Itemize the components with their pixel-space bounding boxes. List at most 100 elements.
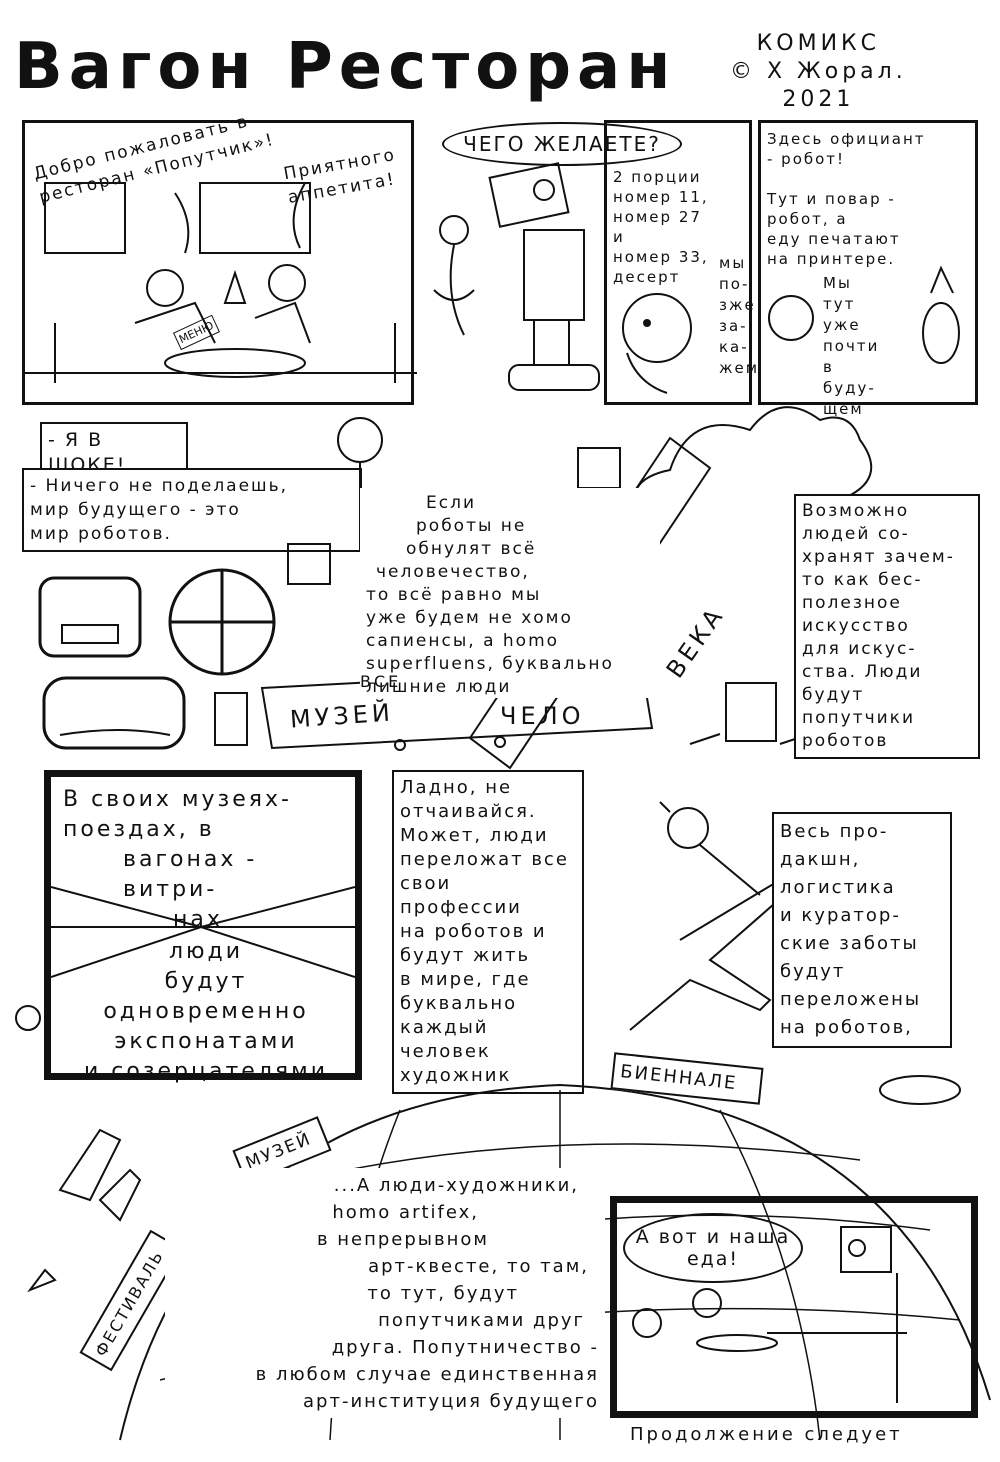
zero-line: сапиенсы, а homo [366, 631, 560, 651]
order-line: номер 33, [613, 248, 709, 266]
calm-line: каждый [400, 1017, 489, 1038]
people-line: будут [164, 969, 248, 994]
panel-food: А вот и наша еда! [610, 1196, 978, 1418]
what-wish-bubble: ЧЕГО ЖЕЛАЕТЕ? [442, 122, 682, 166]
future-line: щем [823, 400, 864, 418]
calm-line: Ладно, не [400, 777, 513, 798]
people-line: одновременно [103, 999, 309, 1024]
robot-waiter-drawing [433, 162, 600, 391]
zero-line: то всё равно мы [366, 585, 542, 605]
later-line: зже [719, 296, 756, 314]
future-line: тут [823, 295, 856, 313]
nothing-line: мир роботов. [30, 524, 172, 544]
production-line: дакшн, [780, 849, 861, 870]
waiter-text: Здесь официант - робот! [767, 129, 967, 169]
credit-line: © Х Жорал. [730, 59, 907, 84]
future-people-drawing [768, 265, 960, 364]
maybe-line: людей со- [802, 524, 910, 544]
later-line: мы [719, 254, 747, 272]
production-box: Весь про- дакшн, логистика и куратор- ск… [772, 812, 952, 1048]
nothing-box: - Ничего не поделаешь, мир будущего - эт… [22, 468, 362, 552]
cook-line: Тут и повар - [767, 190, 896, 208]
museum-line: В своих музеях- [63, 787, 292, 812]
future-line: Мы [823, 274, 852, 292]
production-line: будут [780, 961, 846, 982]
order-text: 2 порции номер 11, номер 27 и номер 33, … [613, 167, 713, 287]
waiter-line: Здесь официант [767, 130, 926, 148]
production-line: Весь про- [780, 821, 889, 842]
artifex-line: ...А люди-художники, [333, 1175, 579, 1196]
people-text: люди будут одновременно экспонатами и со… [61, 937, 351, 1087]
cook-line: еду печатают [767, 230, 901, 248]
continued-text: Продолжение следует [630, 1424, 903, 1445]
future-text: Мы тут уже почти в буду- щем [823, 273, 893, 420]
maybe-line: искусство [802, 616, 910, 636]
curly-woman-drawing [622, 293, 692, 394]
people-line: экспонатами [114, 1029, 298, 1054]
maybe-line: роботов [802, 731, 889, 751]
museum-text: В своих музеях- поездах, в вагонах - вит… [63, 785, 353, 935]
artifex-line: друга. Попутничество - [331, 1337, 599, 1358]
calm-line: на роботов и [400, 921, 547, 942]
zero-line: уже будем не хомо [366, 608, 573, 628]
zero-line: обнулят всё [406, 539, 537, 559]
artifex-line: попутчиками друг [378, 1310, 585, 1331]
artifex-line: арт-институция будущего [303, 1391, 599, 1412]
calm-line: буквально [400, 993, 518, 1014]
cook-line: робот, а [767, 210, 848, 228]
zero-line: superfluens, буквально [366, 654, 614, 674]
artifex-line: homo artifex, [332, 1202, 479, 1223]
artifex-line: то тут, будут [367, 1283, 519, 1304]
people-line: и созерцателями [83, 1059, 329, 1084]
zero-line: лишние люди [366, 677, 512, 697]
later-text: мы по- зже за- ка- жем [719, 253, 760, 379]
order-line: номер 11, [613, 188, 709, 206]
calm-line: художник [400, 1065, 512, 1086]
museum-line: поездах, в [63, 817, 215, 842]
calm-line: свои профессии [400, 873, 522, 918]
credit-line: КОМИКС [756, 31, 881, 56]
artifex-text: ...А люди-художники, homo artifex, в неп… [165, 1168, 605, 1418]
future-line: почти [823, 337, 880, 355]
zero-line: Если [426, 493, 477, 513]
zero-text: Если роботы не обнулят всё человечество,… [360, 488, 660, 698]
calm-line: человек [400, 1041, 491, 1062]
food-serving-drawing [632, 1226, 907, 1403]
calm-box: Ладно, не отчаивайся. Может, люди перело… [392, 770, 584, 1094]
production-line: переложены [780, 989, 922, 1010]
cook-text: Тут и повар - робот, а еду печатают на п… [767, 189, 927, 269]
artifex-line: арт-квесте, то там, [368, 1256, 589, 1277]
maybe-line: полезное [802, 593, 902, 613]
production-line: ские заботы [780, 933, 919, 954]
cook-line: на принтере. [767, 250, 896, 268]
artifex-line: в любом случае единственная [255, 1364, 599, 1385]
calm-line: отчаивайся. [400, 801, 537, 822]
future-line: уже [823, 316, 861, 334]
maybe-line: Возможно [802, 501, 910, 521]
maybe-line: то как бес- [802, 570, 923, 590]
order-line: 2 порции [613, 168, 702, 186]
comic-title: Вагон Ресторан [14, 30, 677, 104]
production-line: на роботов, [780, 1017, 913, 1038]
comic-credit: КОМИКС © Х Жорал. 2021 [730, 30, 907, 114]
calm-line: будут жить [400, 945, 531, 966]
later-line: по- [719, 275, 750, 293]
production-line: и куратор- [780, 905, 901, 926]
nothing-line: - Ничего не поделаешь, [30, 476, 289, 496]
people-line: люди [168, 939, 244, 964]
train-perspective-drawing [51, 886, 355, 978]
order-line: номер 27 и [613, 208, 702, 246]
maybe-line: хранят зачем- [802, 547, 955, 567]
calm-line: в мире, где [400, 969, 531, 990]
later-line: жем [719, 359, 760, 377]
artifex-line: в непрерывном [316, 1229, 489, 1250]
maybe-line: ства. Люди [802, 662, 923, 682]
later-line: ка- [719, 338, 749, 356]
later-line: за- [719, 317, 748, 335]
restaurant-drawing [25, 182, 417, 383]
panel-waiter: ЧЕГО ЖЕЛАЕТЕ? [414, 120, 682, 405]
panel-future: Здесь официант - робот! Тут и повар - ро… [758, 120, 978, 418]
credit-line: 2021 [782, 87, 855, 112]
waiter-line: - робот! [767, 150, 846, 168]
calm-line: Может, люди [400, 825, 549, 846]
